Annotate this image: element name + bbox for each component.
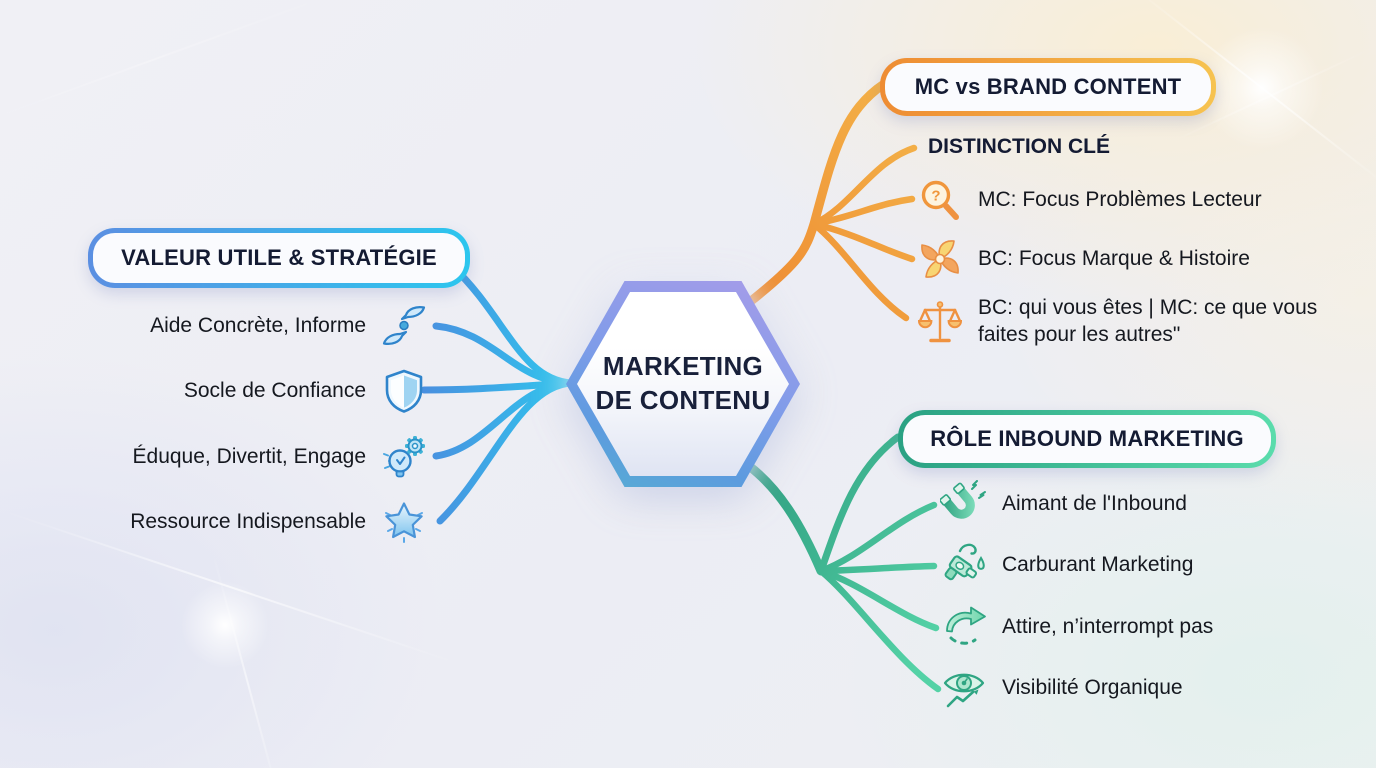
connectors-green-branch xyxy=(744,433,942,693)
pinwheel-icon xyxy=(916,235,964,283)
branch-bottom-right-title: RÔLE INBOUND MARKETING xyxy=(903,415,1271,463)
branch-bottom-right-header: RÔLE INBOUND MARKETING xyxy=(898,410,1276,468)
left-item-ressource: Ressource Indispensable xyxy=(130,497,428,547)
central-title-line2: DE CONTENU xyxy=(595,385,771,415)
connectors-blue-branch xyxy=(420,262,576,525)
bottom-right-item-carburant: Carburant Marketing xyxy=(940,540,1193,590)
item-label: Éduque, Divertit, Engage xyxy=(132,445,366,468)
item-label: Socle de Confiance xyxy=(183,379,366,402)
item-label: Aimant de l'Inbound xyxy=(1002,492,1187,515)
bottom-right-item-visibilite: Visibilité Organique xyxy=(940,663,1183,713)
star-icon xyxy=(380,498,428,546)
item-label: Visibilité Organique xyxy=(1002,676,1183,699)
lightbulb-gear-icon xyxy=(380,433,428,481)
branch-top-right-subtitle: DISTINCTION CLÉ xyxy=(928,135,1110,158)
bottom-right-item-attire: Attire, n’interrompt pas xyxy=(940,602,1213,652)
magnet-icon xyxy=(940,480,988,528)
eye-growth-icon xyxy=(940,664,988,712)
fuel-pump-icon xyxy=(940,541,988,589)
item-label: Aide Concrète, Informe xyxy=(150,314,366,337)
connectors-orange-branch xyxy=(746,79,918,322)
item-label: BC: qui vous êtes | MC: ce que vous fait… xyxy=(978,296,1318,346)
item-label: Attire, n’interrompt pas xyxy=(1002,615,1214,638)
scales-icon xyxy=(916,298,964,346)
svg-text:?: ? xyxy=(931,188,940,205)
left-item-confiance: Socle de Confiance xyxy=(184,366,428,416)
branch-top-right-header: MC vs BRAND CONTENT xyxy=(880,58,1216,116)
shield-icon xyxy=(380,367,428,415)
top-right-item-quote: BC: qui vous êtes | MC: ce que vous fait… xyxy=(916,293,1318,351)
search-question-icon: ? xyxy=(916,176,964,224)
branch-left-header: VALEUR UTILE & STRATÉGIE xyxy=(88,228,470,288)
bottom-right-item-aimant: Aimant de l'Inbound xyxy=(940,479,1187,529)
item-label: Carburant Marketing xyxy=(1002,553,1194,576)
central-title: MARKETING DE CONTENU xyxy=(596,350,771,418)
item-label: MC: Focus Problèmes Lecteur xyxy=(978,188,1262,211)
circular-arrow-icon xyxy=(940,603,988,651)
branch-top-right-title: MC vs BRAND CONTENT xyxy=(885,63,1211,111)
item-label: Ressource Indispensable xyxy=(130,510,366,533)
central-title-line1: MARKETING xyxy=(602,351,764,382)
hands-giving-icon xyxy=(380,302,428,350)
top-right-item-mc: ? MC: Focus Problèmes Lecteur xyxy=(916,175,1262,225)
left-item-aide: Aide Concrète, Informe xyxy=(150,301,428,351)
central-node: MARKETING DE CONTENU xyxy=(566,281,800,487)
branch-left-title: VALEUR UTILE & STRATÉGIE xyxy=(93,233,465,283)
item-label: BC: Focus Marque & Histoire xyxy=(978,247,1250,270)
top-right-item-bc: BC: Focus Marque & Histoire xyxy=(916,234,1250,284)
left-item-eduque: Éduque, Divertit, Engage xyxy=(133,432,428,482)
